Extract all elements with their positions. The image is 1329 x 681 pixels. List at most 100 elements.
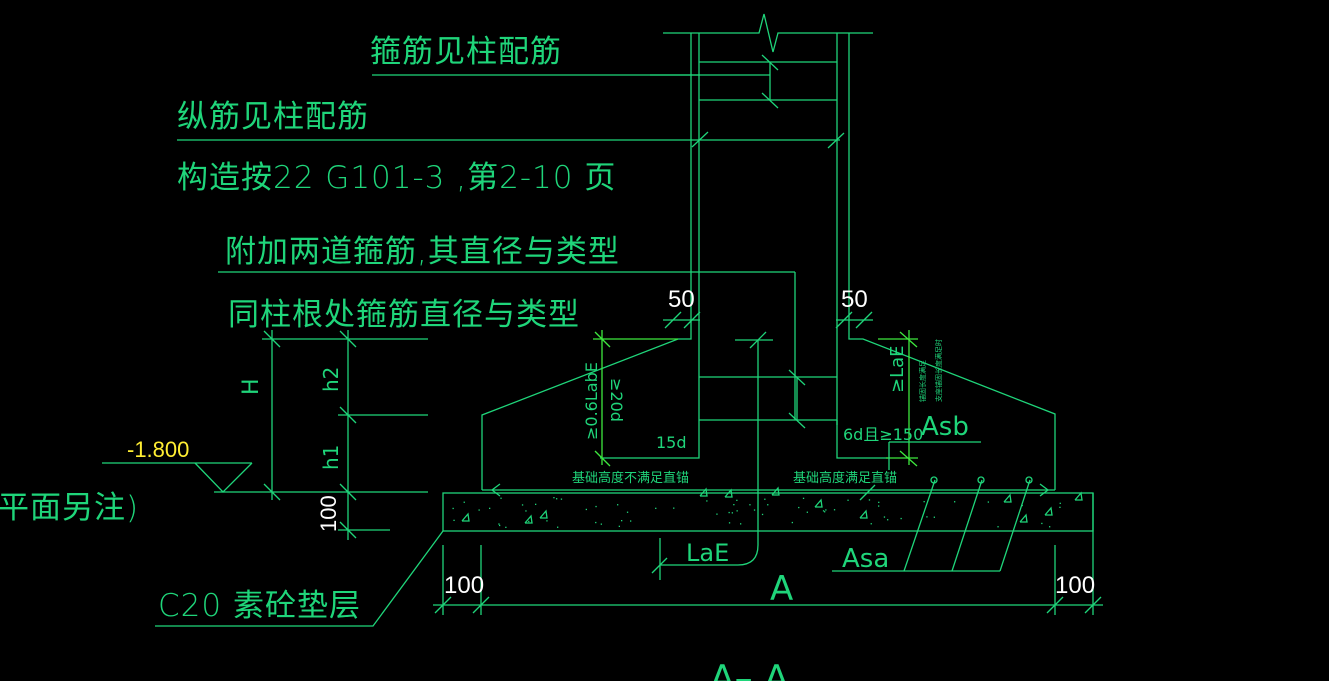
concrete-speckle	[1049, 526, 1051, 528]
concrete-speckle	[595, 505, 597, 508]
concrete-speckle	[706, 500, 708, 502]
cover-dims	[663, 311, 873, 329]
tick	[827, 132, 845, 149]
concrete-speckle	[556, 498, 558, 500]
aggregate-mark	[859, 509, 868, 519]
concrete-speckle	[824, 511, 826, 513]
concrete-speckle	[731, 512, 733, 514]
cushion-leader	[155, 530, 444, 627]
rebar-dot	[977, 476, 985, 484]
concrete-speckle	[716, 513, 718, 515]
bar-hook	[490, 483, 501, 497]
aggregate-mark	[1003, 493, 1012, 503]
tick	[899, 450, 918, 467]
cushion-thickness-dim: 100	[316, 495, 341, 532]
tick	[788, 369, 806, 386]
left-partial-note: 平面另注)	[0, 490, 139, 526]
right-bar-bend	[836, 420, 890, 459]
extra-stirrup-note-2: 同柱根处箍筋直径与类型	[228, 297, 580, 333]
concrete-speckle	[453, 519, 455, 521]
concrete-speckle	[600, 523, 602, 525]
aggregate-mark	[814, 498, 823, 508]
foundation-right-slope	[848, 330, 1056, 490]
tick	[339, 483, 357, 501]
tick	[472, 596, 490, 614]
tick	[788, 412, 806, 429]
concrete-speckle	[728, 511, 730, 514]
concrete-speckle	[997, 526, 999, 528]
concrete-speckle	[923, 501, 925, 503]
tick	[651, 557, 668, 574]
concrete-speckle	[740, 523, 742, 525]
bottom-dims	[433, 493, 1103, 615]
concrete-speckle	[535, 503, 537, 505]
concrete-speckle	[868, 499, 871, 501]
concrete-speckle	[764, 498, 766, 500]
tick	[594, 331, 611, 348]
foundation	[442, 330, 1094, 580]
elevation-label: -1.800	[127, 437, 189, 462]
tick	[1046, 596, 1064, 614]
concrete-speckle	[499, 524, 501, 527]
concrete-speckle	[847, 499, 849, 501]
concrete-speckle	[617, 504, 619, 506]
concrete-speckle	[987, 501, 989, 503]
concrete-speckle	[749, 504, 751, 506]
aggregate-mark	[461, 512, 470, 522]
tick	[339, 521, 357, 539]
aggregate-mark	[724, 488, 733, 498]
concrete-speckle	[621, 520, 623, 522]
cushion-note: C20 素砼垫层	[158, 588, 361, 624]
concrete-speckle	[806, 511, 808, 513]
anchor-06labe-label: ≥0.6LabE	[582, 362, 601, 440]
tick	[899, 331, 918, 348]
anchor-not-enough-note: 基础高度不满足直锚	[572, 470, 689, 486]
aggregate-mark	[539, 509, 548, 519]
aggregate-mark	[699, 487, 708, 497]
concrete-speckle	[1059, 506, 1061, 508]
asa-leader-3	[999, 479, 1031, 572]
break-line	[663, 13, 873, 53]
bend-6d-label: 6d且≥150	[843, 425, 923, 444]
rebar-dot	[1025, 476, 1033, 484]
asb-label: Asb	[921, 412, 969, 442]
concrete-speckle	[618, 525, 620, 527]
concrete-speckle	[825, 509, 827, 511]
tick	[339, 330, 357, 348]
asa-leader-1	[903, 479, 936, 572]
tick	[855, 311, 873, 329]
aggregate-mark	[1019, 513, 1028, 523]
concrete-speckle	[822, 510, 825, 512]
longitudinal-note: 纵筋见柱配筋	[177, 99, 369, 135]
width-a-label: A	[770, 569, 793, 609]
concrete-speckle	[673, 507, 675, 509]
bend-15d-label: 15d	[656, 433, 687, 452]
concrete-speckle	[753, 509, 756, 511]
right-overhang-dim: 100	[1055, 572, 1095, 599]
tick	[594, 450, 611, 467]
concrete-speckle	[887, 519, 889, 521]
concrete-speckle	[728, 522, 731, 524]
h2-label: h2	[319, 367, 343, 392]
concrete-speckle	[630, 520, 632, 522]
concrete-speckle	[878, 505, 880, 507]
concrete-speckle	[933, 516, 935, 518]
concrete-speckle	[926, 516, 928, 518]
concrete-speckle	[761, 513, 764, 516]
tick	[835, 311, 853, 329]
anchor-20d-label: ≥20d	[607, 378, 626, 422]
left-bar-bend	[600, 425, 700, 459]
tick	[434, 596, 452, 614]
tick	[664, 311, 682, 329]
tiny-note-2: 支座锚固长度满足时	[934, 339, 943, 402]
height-dims	[102, 330, 428, 540]
concrete-speckle	[767, 504, 769, 506]
tick	[1084, 596, 1102, 614]
anchor-enough-note: 基础高度满足直锚	[793, 470, 897, 486]
left-overhang-dim: 100	[444, 572, 484, 599]
tick	[691, 131, 709, 148]
concrete-speckle	[560, 498, 563, 500]
concrete-speckle	[557, 526, 559, 528]
concrete-speckle	[505, 526, 507, 528]
note-leaders	[177, 74, 840, 420]
